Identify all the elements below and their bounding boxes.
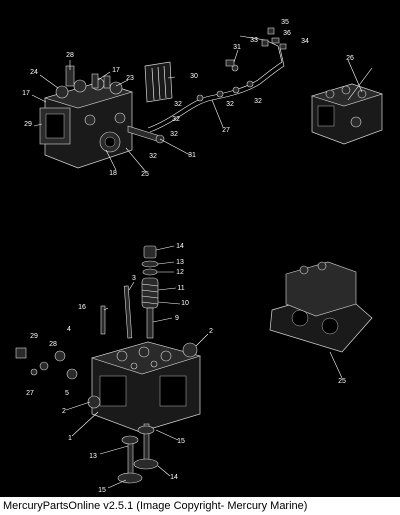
footer-caption: MercuryPartsOnline v2.5.1 (Image Copyrig… <box>0 497 400 515</box>
callout-16[interactable]: 16 <box>78 304 86 311</box>
callout-15[interactable]: 15 <box>98 487 106 494</box>
fuel-line-illustration <box>147 35 285 133</box>
callout-5[interactable]: 5 <box>65 390 69 397</box>
callout-11[interactable]: 14 <box>176 243 184 250</box>
callout-32[interactable]: 32 <box>174 101 182 108</box>
cylinder-head-exploded-illustration <box>87 341 202 433</box>
callout-1[interactable]: 1 <box>68 435 72 442</box>
fuel-rail-block-illustration <box>144 61 173 103</box>
callout-3[interactable]: 3 <box>132 275 136 282</box>
callout-2[interactable]: 2 <box>62 408 66 415</box>
callout-31[interactable]: 31 <box>233 44 241 51</box>
callout-12[interactable]: 15 <box>177 438 185 445</box>
callout-6[interactable]: 9 <box>175 315 179 322</box>
head-gasket-illustration <box>269 261 373 353</box>
callout-21[interactable]: 25 <box>141 171 149 178</box>
callout-17[interactable]: 17 <box>22 90 30 97</box>
callout-8[interactable]: 11 <box>177 285 184 292</box>
callout-19[interactable]: 23 <box>126 75 134 82</box>
cylinder-head-assembly-illustration <box>39 65 165 169</box>
callout-27[interactable]: 27 <box>26 390 34 397</box>
callout-7[interactable]: 10 <box>181 300 189 307</box>
callout-14[interactable]: 14 <box>170 474 178 481</box>
copyright-text: (Image Copyright- Mercury Marine) <box>136 500 308 512</box>
callout-17[interactable]: 17 <box>112 67 120 74</box>
callout-32[interactable]: 32 <box>254 98 262 105</box>
callout-34[interactable]: 34 <box>301 38 309 45</box>
callout-32[interactable]: 32 <box>149 153 157 160</box>
leader-lines <box>31 49 363 489</box>
valve-illustration <box>117 423 159 484</box>
callout-35[interactable]: 35 <box>281 19 289 26</box>
callout-28[interactable]: 28 <box>49 341 57 348</box>
callout-26[interactable]: 26 <box>346 55 354 62</box>
callout-29[interactable]: 29 <box>30 333 38 340</box>
callout-33[interactable]: 33 <box>250 37 258 44</box>
callout-32[interactable]: 32 <box>172 116 180 123</box>
callout-32[interactable]: 32 <box>226 101 234 108</box>
callout-36[interactable]: 36 <box>283 30 291 37</box>
exploded-parts-diagram: 28 24 17 17 23 29 30 32 32 32 32 32 32 3… <box>15 19 383 494</box>
fitting-parts-illustration <box>261 27 287 50</box>
callout-20[interactable]: 24 <box>30 69 38 76</box>
callout-9[interactable]: 12 <box>176 269 184 276</box>
valve-train-stack-illustration <box>141 245 159 339</box>
callout-25[interactable]: 25 <box>338 378 346 385</box>
app-version-text: MercuryPartsOnline v2.5.1 <box>3 500 134 512</box>
callout-2[interactable]: 2 <box>209 328 213 335</box>
callout-18[interactable]: 18 <box>109 170 117 177</box>
callout-23[interactable]: 29 <box>24 121 32 128</box>
callout-30[interactable]: 27 <box>222 127 230 134</box>
callout-31[interactable]: 31 <box>188 152 196 159</box>
callout-4[interactable]: 4 <box>67 326 71 333</box>
callout-32[interactable]: 32 <box>170 131 178 138</box>
callout-24[interactable]: 30 <box>190 73 198 80</box>
callout-22[interactable]: 28 <box>66 52 74 59</box>
callout-13[interactable]: 13 <box>89 453 97 460</box>
fitting-parts-illustration <box>15 347 78 380</box>
pushrod-illustration <box>100 285 133 339</box>
callout-10[interactable]: 13 <box>176 259 184 266</box>
assembled-head-illustration <box>310 67 383 145</box>
